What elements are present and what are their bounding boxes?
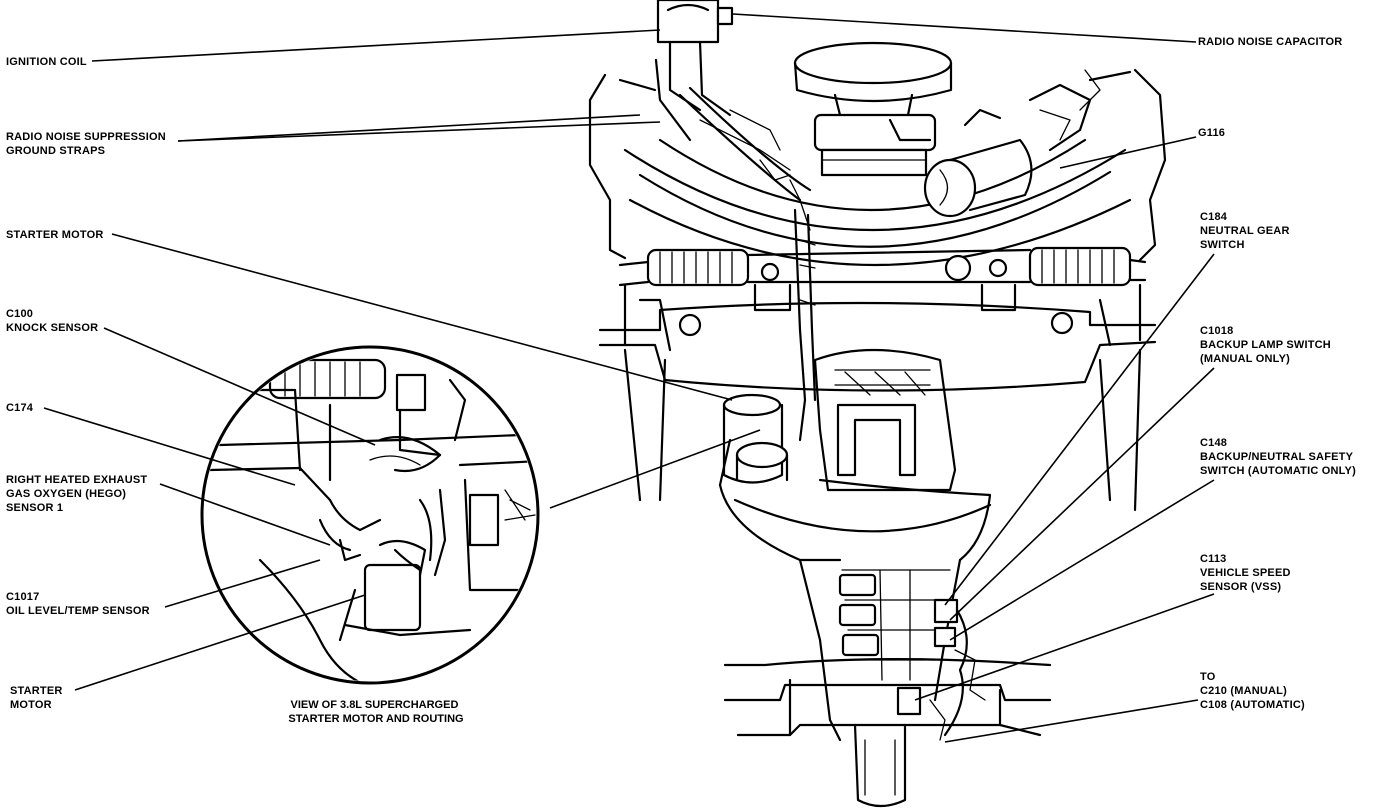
label-radio-noise-capacitor: RADIO NOISE CAPACITOR — [1198, 36, 1342, 48]
label-to-c210-c108: TO C210 (MANUAL) C108 (AUTOMATIC) — [1200, 671, 1305, 711]
label-c100-knock-sensor: C100 KNOCK SENSOR — [6, 308, 98, 334]
label-starter-motor-top: STARTER MOTOR — [6, 229, 104, 241]
callout-labels: IGNITION COIL RADIO NOISE SUPPRESSION GR… — [6, 36, 1356, 725]
label-c1018-backup-lamp: C1018 BACKUP LAMP SWITCH (MANUAL ONLY) — [1200, 325, 1334, 365]
label-starter-motor-bottom: STARTER MOTOR — [10, 685, 66, 711]
label-ignition-coil: IGNITION COIL — [6, 56, 87, 68]
label-c113-vss: C113 VEHICLE SPEED SENSOR (VSS) — [1200, 553, 1294, 593]
label-hego-sensor: RIGHT HEATED EXHAUST GAS OXYGEN (HEGO) S… — [6, 474, 151, 514]
label-g116: G116 — [1198, 127, 1225, 139]
leader-lines — [43, 13, 1215, 743]
label-c184-neutral-gear: C184 NEUTRAL GEAR SWITCH — [1200, 211, 1293, 251]
label-radio-noise-ground-straps: RADIO NOISE SUPPRESSION GROUND STRAPS — [6, 131, 169, 157]
engine-illustration — [588, 0, 1167, 808]
inset-view — [200, 345, 540, 685]
label-c174: C174 — [6, 402, 34, 414]
label-view-caption: VIEW OF 3.8L SUPERCHARGED STARTER MOTOR … — [288, 699, 463, 725]
label-c148-backup-neutral: C148 BACKUP/NEUTRAL SAFETY SWITCH (AUTOM… — [1200, 437, 1356, 477]
label-c1017-oil-sensor: C1017 OIL LEVEL/TEMP SENSOR — [6, 591, 150, 617]
